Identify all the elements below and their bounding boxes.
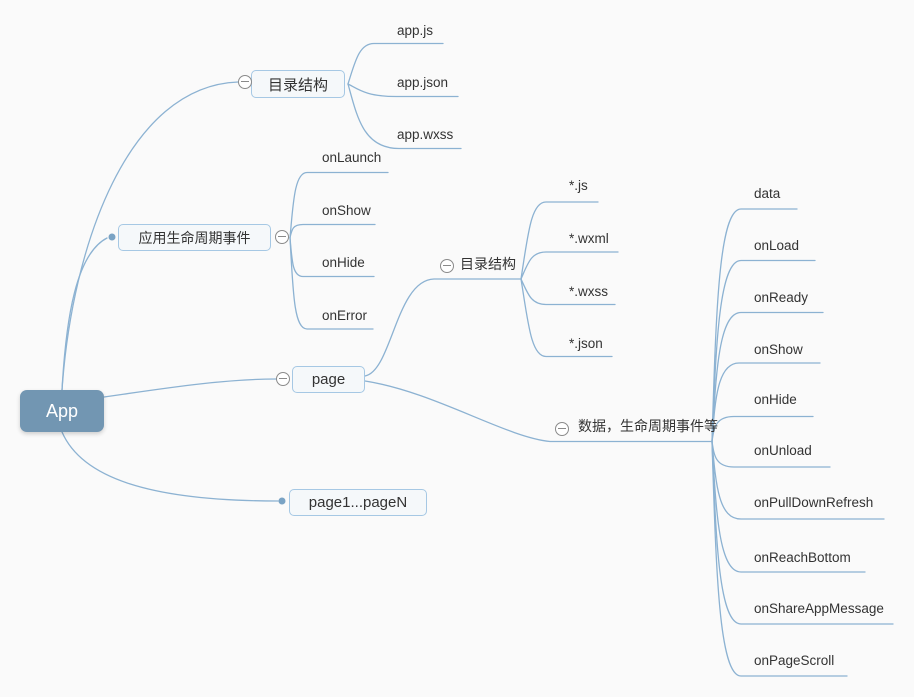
leaf-data[interactable]: data <box>754 186 781 201</box>
leaf-onlaunch[interactable]: onLaunch <box>322 150 382 165</box>
collapse-icon-page-data-lifecycle[interactable] <box>555 422 569 436</box>
node-directory-structure[interactable]: 目录结构 <box>251 70 345 98</box>
edge <box>347 83 459 98</box>
node-app-lifecycle-events[interactable]: 应用生命周期事件 <box>118 224 271 251</box>
collapse-icon-app-lifecycle[interactable] <box>275 230 289 244</box>
edge <box>711 362 821 443</box>
dot-icon <box>278 497 286 505</box>
edge <box>61 431 279 502</box>
edge <box>711 440 848 677</box>
edge <box>364 278 522 377</box>
leaf-star-js[interactable]: *.js <box>569 178 588 193</box>
edge <box>364 380 713 443</box>
edge <box>520 278 613 358</box>
leaf-app-wxss[interactable]: app.wxss <box>397 127 454 142</box>
leaf-app-json[interactable]: app.json <box>397 75 449 90</box>
edge <box>289 223 376 239</box>
leaf-onshow-app[interactable]: onShow <box>322 203 371 218</box>
edge <box>61 81 239 391</box>
leaf-onshareappmessage[interactable]: onShareAppMessage <box>754 601 884 616</box>
leaf-onerror[interactable]: onError <box>322 308 368 323</box>
edge <box>520 278 616 306</box>
collapse-icon-page-directory[interactable] <box>440 259 454 273</box>
leaf-onpulldownrefresh[interactable]: onPullDownRefresh <box>754 495 874 510</box>
edge <box>711 259 816 443</box>
edge <box>347 83 462 150</box>
dot-icon <box>108 233 116 241</box>
collapse-icon-page[interactable] <box>276 372 290 386</box>
edge <box>711 440 894 625</box>
node-page-data-lifecycle[interactable]: 数据，生命周期事件等 <box>578 418 718 434</box>
leaf-onreachbottom[interactable]: onReachBottom <box>754 550 851 565</box>
edge <box>711 415 814 443</box>
edge <box>711 311 824 443</box>
node-page-directory-structure[interactable]: 目录结构 <box>460 256 516 272</box>
collapse-icon-directory-structure[interactable] <box>238 75 252 89</box>
node-page1-pagen[interactable]: page1...pageN <box>289 489 427 516</box>
leaf-onhide-app[interactable]: onHide <box>322 255 365 270</box>
edge <box>289 236 374 330</box>
edge <box>347 42 444 85</box>
edge <box>61 237 108 391</box>
edge <box>711 208 798 443</box>
edge <box>103 378 277 398</box>
leaf-onready[interactable]: onReady <box>754 290 809 305</box>
leaf-onpagescroll[interactable]: onPageScroll <box>754 653 835 668</box>
edge <box>520 251 619 280</box>
leaf-onshow-page[interactable]: onShow <box>754 342 803 357</box>
node-app-root[interactable]: App <box>20 390 104 432</box>
leaf-star-wxml[interactable]: *.wxml <box>569 231 609 246</box>
edge <box>289 171 389 239</box>
leaf-app-js[interactable]: app.js <box>397 23 434 38</box>
leaf-star-wxss[interactable]: *.wxss <box>569 284 609 299</box>
edge <box>520 201 599 280</box>
leaf-onunload[interactable]: onUnload <box>754 443 812 458</box>
leaf-onload[interactable]: onLoad <box>754 238 800 253</box>
node-page[interactable]: page <box>292 366 365 393</box>
leaf-star-json[interactable]: *.json <box>569 336 603 351</box>
leaf-onhide-page[interactable]: onHide <box>754 392 797 407</box>
